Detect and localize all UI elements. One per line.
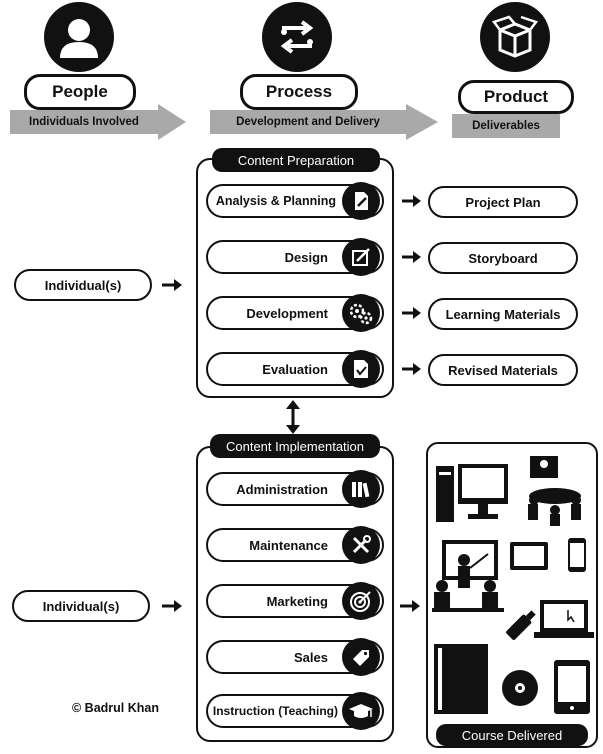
arrow-to-course-delivered [400,600,420,612]
step-sales-label: Sales [294,649,328,665]
output-learning-materials-label: Learning Materials [445,306,561,322]
people-subtitle-band: Individuals Involved [10,110,158,134]
content-preparation-header: Content Preparation [212,148,380,172]
individuals-preparation-label: Individual(s) [44,277,122,293]
arrow-individuals-to-implementation [162,600,182,612]
book-icon [434,644,488,714]
price-tag-icon [342,638,380,676]
output-storyboard-label: Storyboard [468,250,538,266]
tools-icon [342,526,380,564]
design-pencil-icon [342,238,380,276]
output-project-plan: Project Plan [428,186,578,218]
step-design-label: Design [284,249,328,265]
process-title: Process [240,74,358,110]
step-analysis-planning-label: Analysis & Planning [215,194,336,208]
binders-icon [342,470,380,508]
output-revised-materials-label: Revised Materials [448,362,558,378]
graduation-cap-icon [342,692,380,730]
product-subtitle: Deliverables [472,120,540,132]
product-title: Product [458,80,574,114]
checked-document-icon [342,350,380,388]
arrow-to-revised-materials [402,363,421,375]
step-development-label: Development [246,305,328,321]
people-arrow-head [158,104,186,140]
arrow-individuals-to-preparation [162,279,182,291]
classroom-icon [432,540,504,612]
process-arrow-head [406,104,438,140]
desktop-computer-icon [436,464,508,522]
laptop-icon [534,600,594,638]
output-learning-materials: Learning Materials [428,298,578,330]
delivery-devices-illustration [432,456,594,714]
people-title: People [24,74,136,110]
output-revised-materials: Revised Materials [428,354,578,386]
output-storyboard: Storyboard [428,242,578,274]
usb-drive-icon [506,610,536,640]
ebook-reader-icon [554,660,590,714]
arrow-to-project-plan [402,195,421,207]
people-subtitle: Individuals Involved [29,116,139,128]
step-administration-label: Administration [236,481,328,497]
disc-icon [502,670,538,706]
individuals-implementation-label: Individual(s) [42,598,120,614]
product-subtitle-band: Deliverables [452,114,560,138]
process-icon [262,2,332,72]
target-icon [342,582,380,620]
individuals-preparation: Individual(s) [14,269,152,301]
step-maintenance-label: Maintenance [249,537,328,553]
process-subtitle-band: Development and Delivery [210,110,406,134]
individuals-implementation: Individual(s) [12,590,150,622]
step-marketing-label: Marketing [266,593,328,609]
course-delivered-label: Course Delivered [436,724,588,746]
gears-icon [342,294,380,332]
arrow-to-storyboard [402,251,421,263]
course-delivered-box [426,442,598,748]
double-arrow-vertical [286,400,300,434]
arrow-to-learning-materials [402,307,421,319]
video-conference-icon [528,456,581,526]
product-box-icon [480,2,550,72]
pencil-paper-icon [342,182,380,220]
people-icon [44,2,114,72]
output-project-plan-label: Project Plan [465,194,541,210]
process-subtitle: Development and Delivery [236,116,380,128]
copyright-notice: © Badrul Khan [72,701,159,715]
step-instruction-label: Instruction (Teaching) [212,704,338,718]
content-implementation-header: Content Implementation [210,434,380,458]
step-evaluation-label: Evaluation [262,361,328,377]
